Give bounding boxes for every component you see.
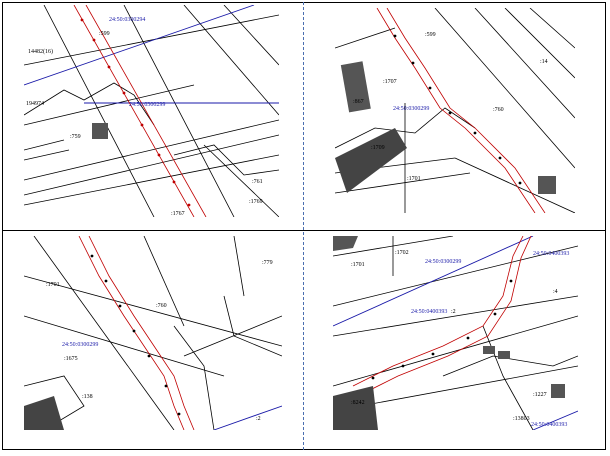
figure-frame — [2, 2, 606, 450]
map-top-right: :1707 :867 24:50:0300299 :760 :1701 :599… — [335, 8, 575, 213]
label-br-8: :1227 — [533, 392, 547, 398]
map-bottom-right: :1702 :1701 24:50:0300299 24:50:0400393 … — [333, 236, 578, 430]
label-bl-5: :138 — [82, 394, 93, 400]
label-br-7: :2 — [451, 309, 456, 315]
label-tl-0: 24:50:0300294 — [109, 17, 145, 23]
building-hatched — [498, 351, 510, 359]
label-tr-4: :1701 — [407, 176, 421, 182]
label-tl-4: :599 — [99, 31, 110, 37]
building-hatched — [92, 123, 108, 139]
label-tr-5: :599 — [425, 32, 436, 38]
building-hatched — [24, 396, 64, 430]
label-br-1: :1701 — [351, 262, 365, 268]
map-top-left: 24:50:0300294 24:50:0300299 14482(16) 19… — [24, 5, 279, 217]
label-bl-6: :2 — [256, 416, 261, 422]
label-tr-6: :14 — [540, 59, 548, 65]
label-bl-3: :1675 — [64, 356, 78, 362]
building-hatched — [340, 61, 371, 113]
vertical-divider — [303, 2, 304, 450]
label-tr-2: 24:50:0300299 — [393, 106, 429, 112]
map-panel-top-right: :1707 :867 24:50:0300299 :760 :1701 :599… — [335, 8, 575, 213]
building-hatched — [333, 236, 358, 251]
building-hatched — [483, 346, 495, 354]
label-tl-5: :759 — [70, 134, 81, 140]
label-br-6: :4 — [553, 289, 558, 295]
building-hatched — [551, 384, 565, 398]
label-tr-1: :867 — [353, 99, 364, 105]
label-tr-7: :1709 — [371, 145, 385, 151]
label-tl-3: 194974 — [26, 101, 44, 107]
label-br-9: :13803 — [513, 416, 530, 422]
building-hatched — [538, 176, 556, 194]
map-panel-bottom-right: :1702 :1701 24:50:0300299 24:50:0400393 … — [333, 236, 578, 430]
label-tl-1: 24:50:0300299 — [129, 102, 165, 108]
label-bl-0: :1701 — [46, 282, 60, 288]
label-br-0: :1702 — [395, 250, 409, 256]
label-bl-4: :779 — [262, 260, 273, 266]
label-tr-3: :760 — [493, 107, 504, 113]
label-tl-6: :761 — [252, 179, 263, 185]
building-hatched — [335, 128, 407, 193]
horizontal-divider — [2, 230, 606, 231]
map-panel-bottom-left: :1701 :760 24:50:0300299 :1675 :779 :138… — [24, 236, 282, 430]
label-br-3: 24:50:0400393 — [533, 251, 569, 257]
label-tr-0: :1707 — [383, 79, 397, 85]
label-tl-8: :1769 — [249, 199, 263, 205]
label-tl-7: :1767 — [171, 211, 185, 217]
label-bl-2: 24:50:0300299 — [62, 342, 98, 348]
map-bottom-left: :1701 :760 24:50:0300299 :1675 :779 :138… — [24, 236, 282, 430]
building-hatched — [333, 386, 378, 430]
label-br-5: 24:50:0400393 — [531, 422, 567, 428]
label-tl-2: 14482(16) — [28, 48, 53, 55]
map-panel-top-left: 24:50:0300294 24:50:0300299 14482(16) 19… — [24, 5, 279, 217]
label-br-10: :8242 — [351, 400, 365, 406]
label-bl-1: :760 — [156, 303, 167, 309]
label-br-4: 24:50:0400393 — [411, 309, 447, 315]
label-br-2: 24:50:0300299 — [425, 259, 461, 265]
